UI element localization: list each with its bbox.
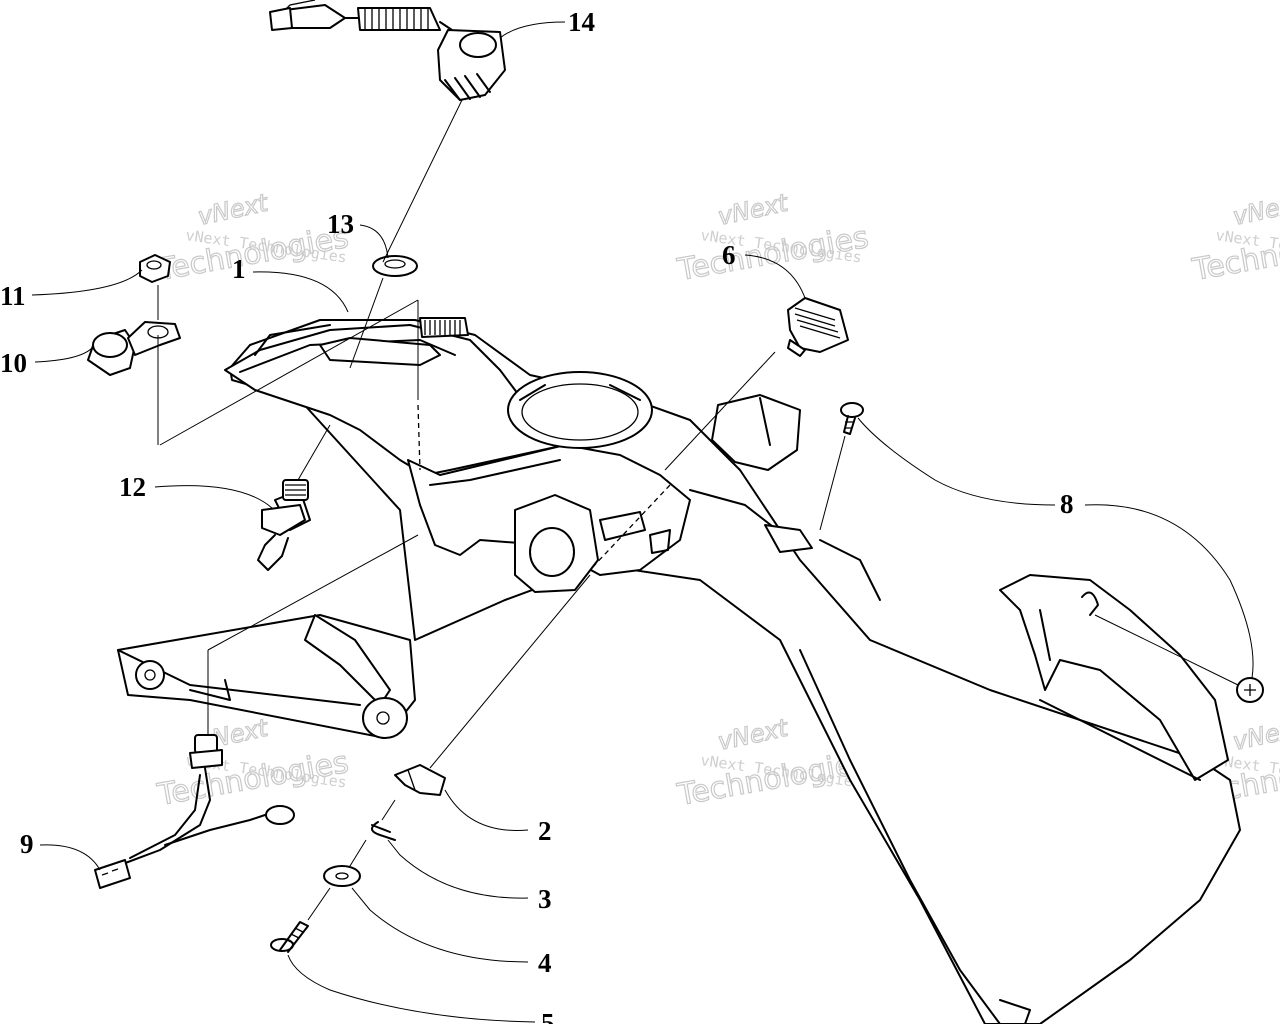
watermark-big-text: Technologies [154, 745, 351, 813]
callout-12: 12 [119, 472, 146, 502]
wire-harness-part [94, 734, 295, 889]
assembly-lines [157, 99, 1239, 921]
clip-part [394, 764, 446, 796]
grommet-part [372, 255, 418, 277]
watermark: vNext vNext Technologies Technologies [1189, 188, 1280, 289]
watermark: vNext vNext Technologies Technologies [674, 188, 872, 289]
callout-2: 2 [538, 816, 552, 846]
bolt-part [270, 921, 309, 953]
callout-labels: 14 13 1 11 10 12 6 8 9 2 3 4 5 [0, 7, 1074, 1024]
callout-10: 10 [0, 348, 27, 378]
callout-6: 6 [722, 240, 736, 270]
watermark-vnext: vNext [195, 188, 271, 230]
callout-4: 4 [538, 948, 552, 978]
button-part [787, 297, 849, 357]
watermark: vNext vNext Technologies Technologies [154, 713, 352, 814]
switch-part [257, 479, 311, 571]
callout-leaders [31, 21, 1254, 1023]
watermark-vnext: vNext [715, 188, 791, 230]
spring-clip-part [371, 821, 396, 841]
callout-11: 11 [0, 281, 26, 311]
nut-part [139, 254, 171, 283]
callout-5: 5 [541, 1008, 555, 1024]
cap-part [87, 321, 181, 376]
tether-key-assembly [269, 0, 506, 101]
callout-9: 9 [20, 829, 34, 859]
console-panel [117, 317, 1241, 1024]
watermark: vNext vNext Technologies Technologies [154, 188, 352, 289]
screw-part [1236, 677, 1264, 703]
callout-8: 8 [1060, 489, 1074, 519]
callout-13: 14 [568, 7, 595, 37]
screw-part [840, 402, 864, 435]
washer-part [323, 865, 361, 887]
callout-1: 1 [232, 254, 246, 284]
watermark-vnext: vNext [715, 713, 791, 755]
watermark-big-text: Technologies [154, 220, 351, 288]
callout-3: 3 [538, 884, 552, 914]
watermark-vnext: vNext [1230, 188, 1280, 230]
callout-14: 13 [327, 209, 354, 239]
watermark-vnext: vNext [1230, 713, 1280, 755]
